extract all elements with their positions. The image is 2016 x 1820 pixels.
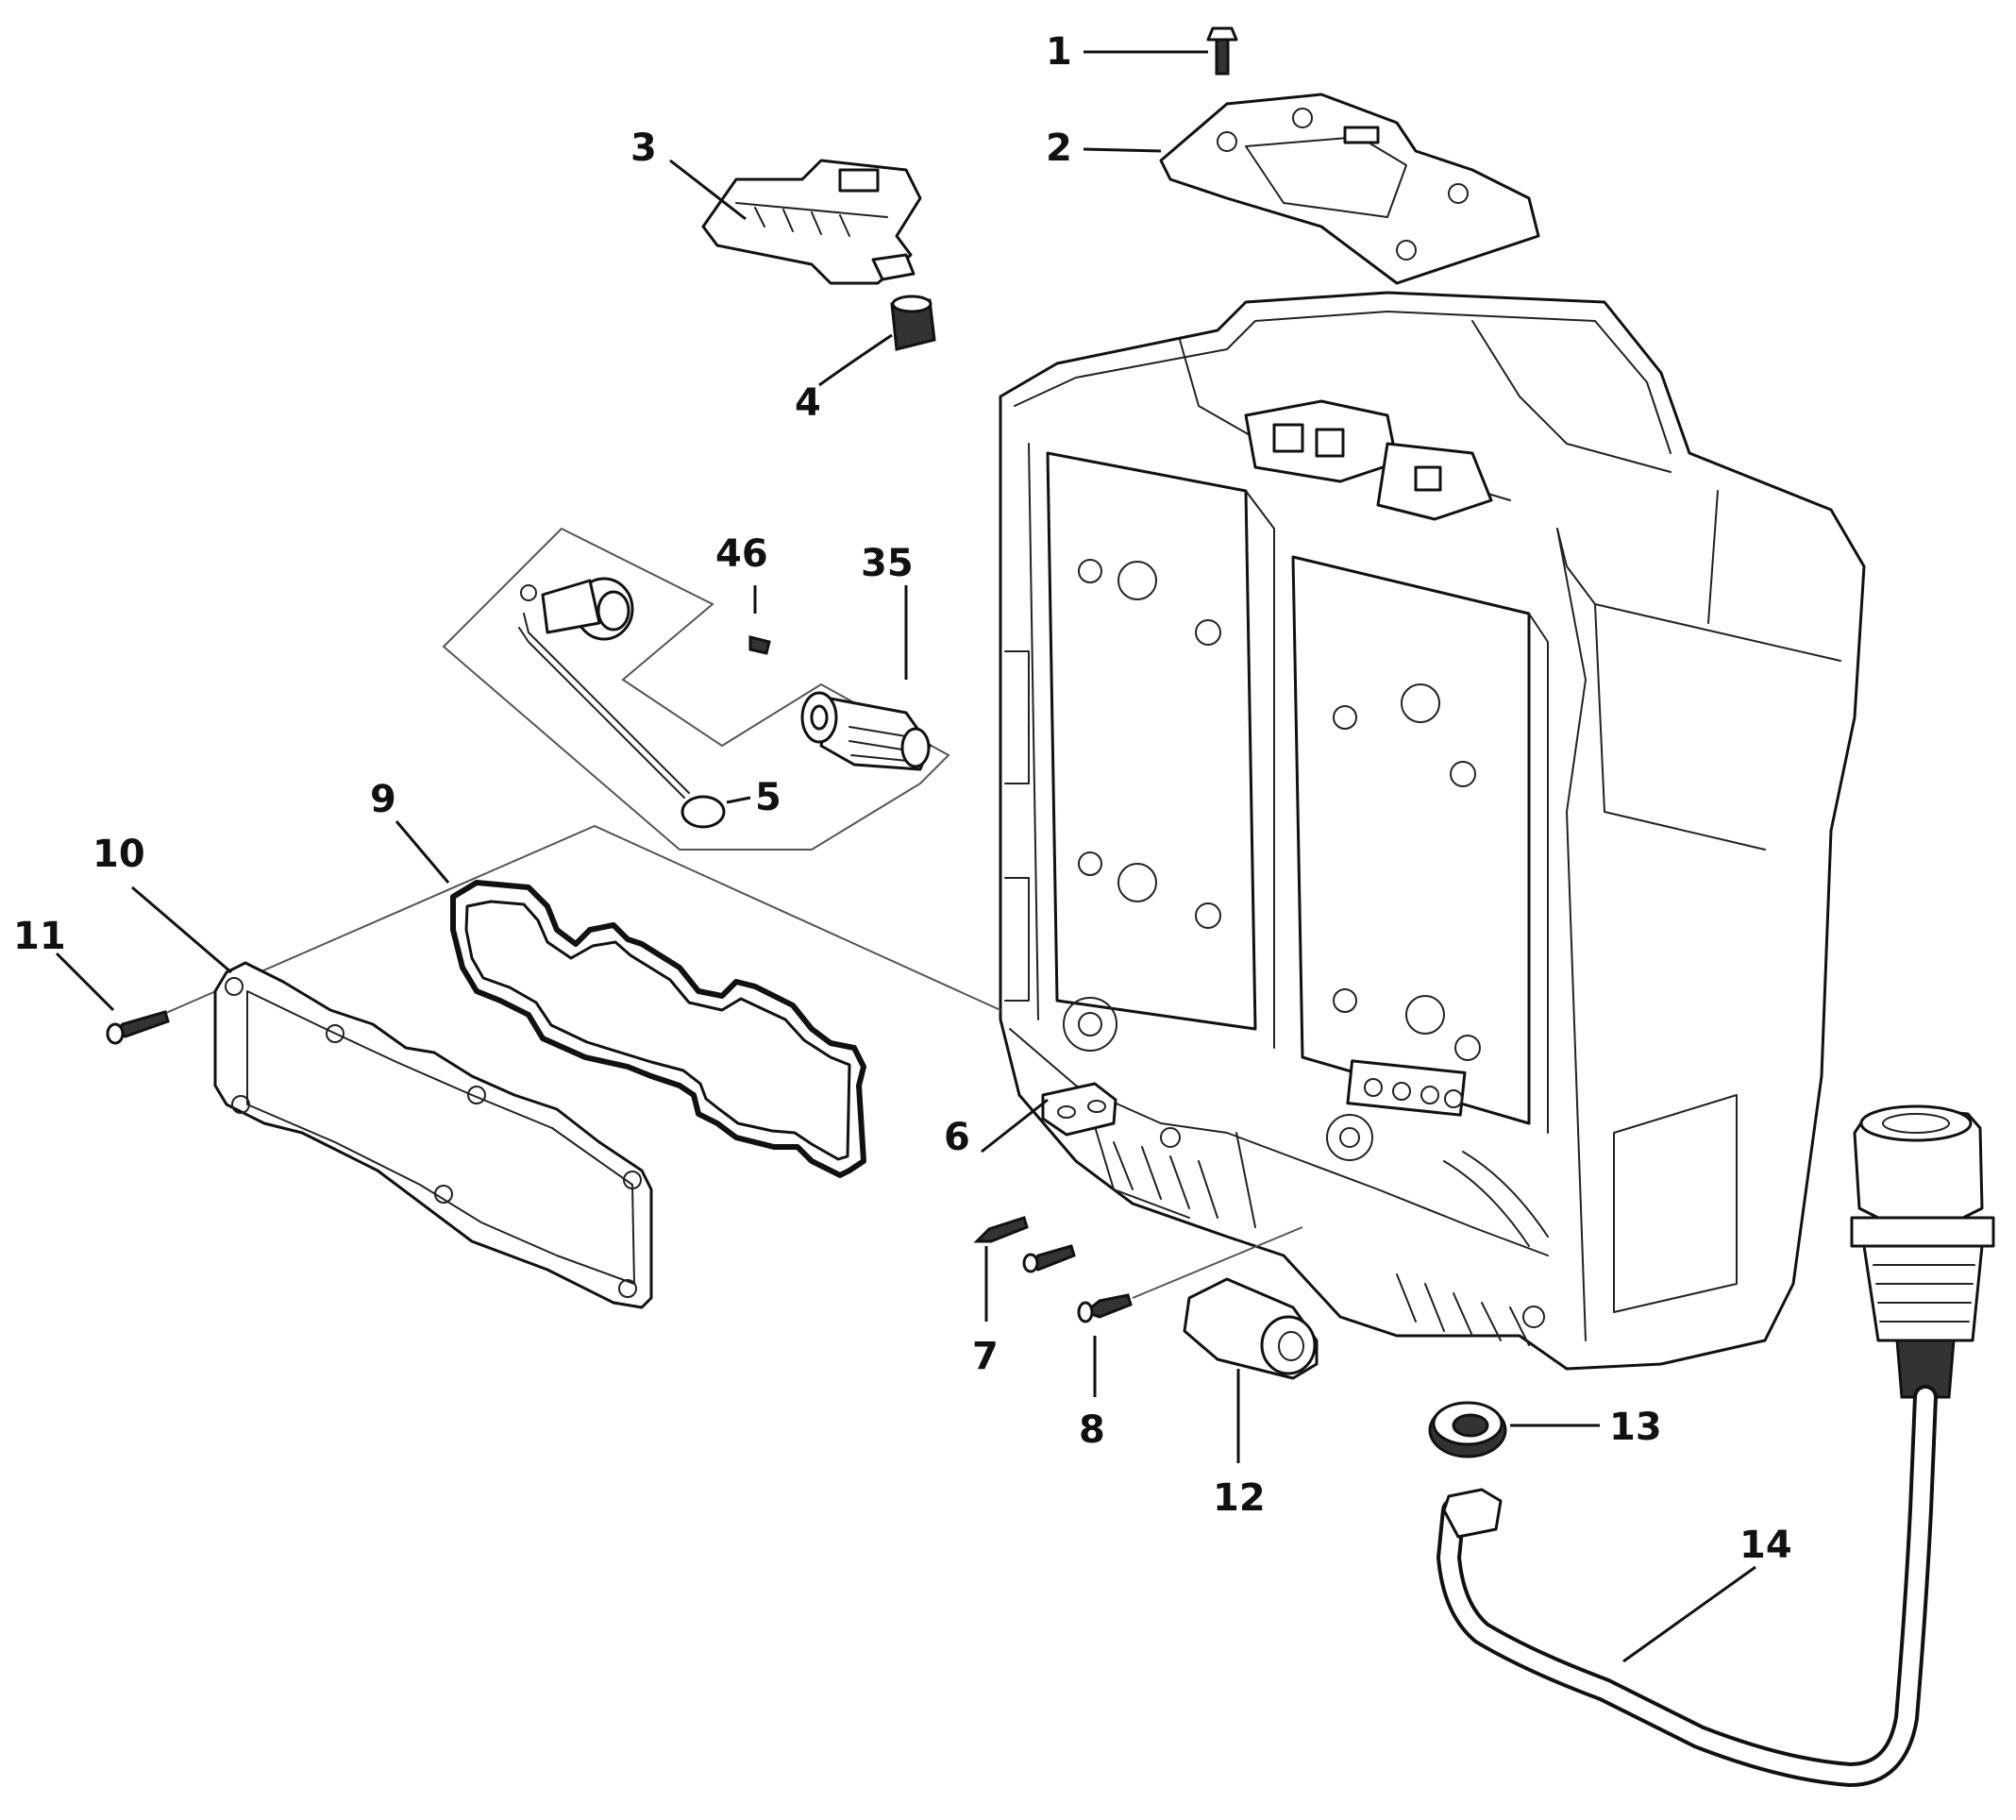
part-4-nut: 4 bbox=[795, 295, 936, 425]
part-7-screws: 7 bbox=[972, 1216, 1076, 1378]
callout-1: 1 bbox=[1046, 30, 1072, 74]
callout-10: 10 bbox=[92, 833, 145, 876]
callout-6: 6 bbox=[944, 1116, 970, 1159]
callout-35: 35 bbox=[861, 542, 914, 585]
callout-9: 9 bbox=[370, 778, 396, 821]
callout-8: 8 bbox=[1079, 1408, 1105, 1452]
part-9-gasket: 9 bbox=[370, 778, 866, 1178]
main-housing bbox=[999, 291, 1866, 1371]
callout-3: 3 bbox=[630, 126, 657, 170]
callout-14: 14 bbox=[1739, 1524, 1792, 1567]
part-6-clamp: 6 bbox=[944, 1082, 1117, 1159]
part-8-screw: 8 bbox=[1077, 1293, 1133, 1452]
inset-group: 5 46 35 bbox=[442, 527, 950, 851]
part-12-sleeve: 12 bbox=[1183, 1277, 1319, 1520]
callout-46: 46 bbox=[715, 532, 768, 576]
part-46-pin: 46 bbox=[715, 532, 771, 655]
callout-11: 11 bbox=[13, 915, 66, 958]
assembly-guide-line bbox=[150, 824, 1001, 1020]
callout-13: 13 bbox=[1609, 1406, 1662, 1449]
part-3-hinge-block: 3 bbox=[630, 126, 922, 285]
callout-4: 4 bbox=[795, 381, 821, 425]
part-14-cable-connector: 14 bbox=[1436, 1104, 1995, 1788]
callout-5: 5 bbox=[755, 776, 781, 819]
part-2-bracket-plate: 2 bbox=[1046, 93, 1540, 285]
part-5-ring-rod: 5 bbox=[518, 577, 781, 829]
part-13-grommet: 13 bbox=[1428, 1401, 1662, 1458]
part-1-screw: 1 bbox=[1046, 26, 1238, 76]
part-11-screw: 11 bbox=[13, 915, 170, 1045]
housing-holes bbox=[1078, 559, 1481, 1061]
callout-2: 2 bbox=[1046, 126, 1072, 170]
part-10-cover-plate: 10 bbox=[92, 833, 653, 1309]
part-35-spline-coupler: 35 bbox=[800, 542, 932, 771]
part-8-guide-line bbox=[1132, 1226, 1303, 1299]
callout-7: 7 bbox=[972, 1335, 999, 1378]
callout-12: 12 bbox=[1213, 1476, 1266, 1520]
